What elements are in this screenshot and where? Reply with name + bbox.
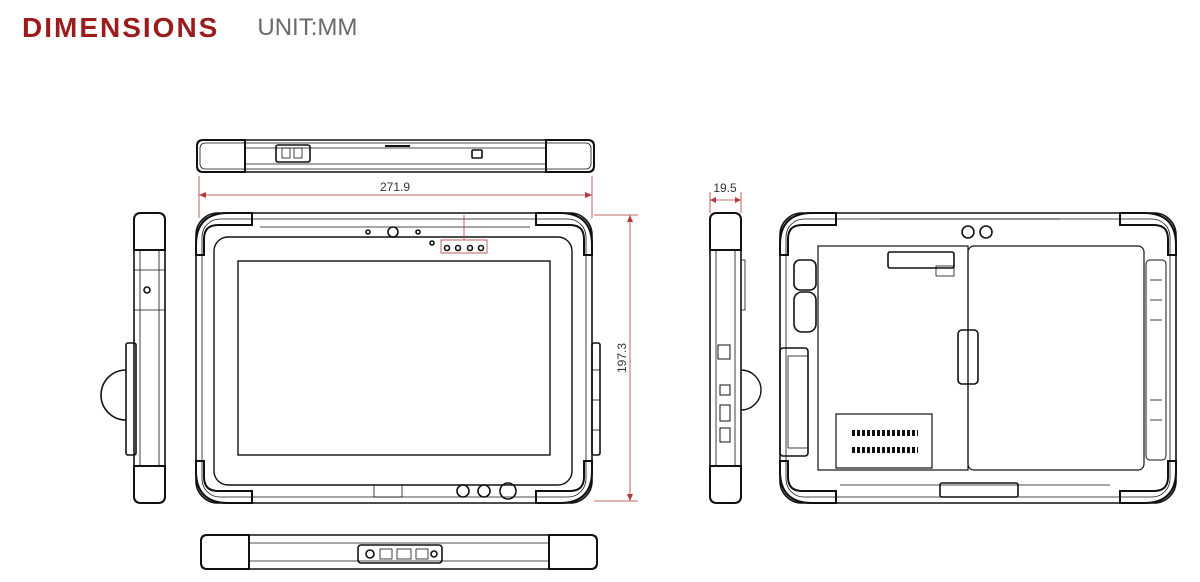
back-view — [779, 212, 1177, 504]
height-dimension-label: 197.3 — [615, 343, 629, 373]
unit-label: UNIT:MM — [257, 14, 358, 41]
height-dimension — [594, 214, 638, 502]
width-dimension-label: 271.9 — [380, 180, 410, 194]
width-dimension — [198, 176, 593, 218]
page-title: DIMENSIONS — [22, 12, 220, 43]
left-side-view — [100, 212, 166, 504]
front-view — [195, 212, 601, 504]
header: DIMENSIONS UNIT:MM — [22, 8, 357, 48]
depth-dimension — [709, 192, 742, 213]
right-side-view — [709, 212, 762, 504]
bottom-view — [200, 534, 598, 570]
depth-dimension-label: 19.5 — [713, 181, 737, 195]
top-view — [196, 139, 595, 173]
